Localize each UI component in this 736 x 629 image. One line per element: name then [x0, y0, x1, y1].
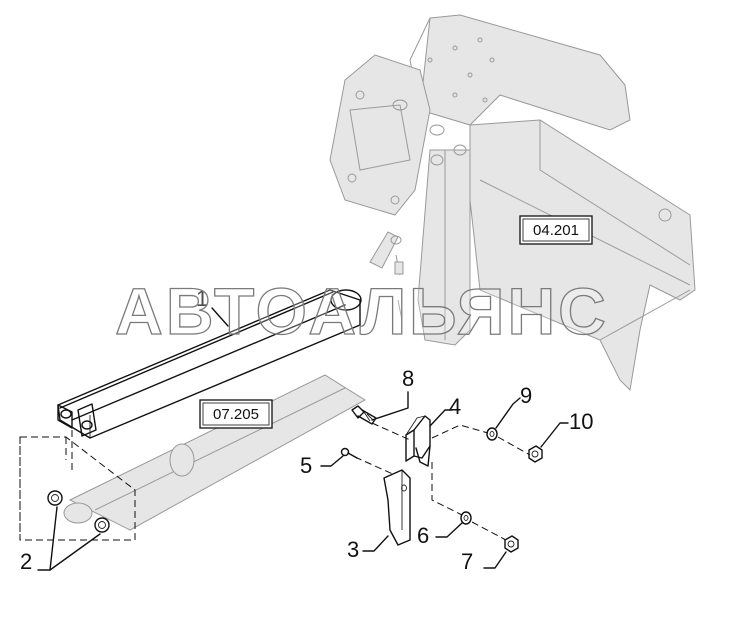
- leader-lines: [37, 307, 569, 571]
- part-10-nut: [528, 445, 543, 463]
- callout-1: 1: [196, 286, 208, 311]
- part-6-washer: [460, 511, 472, 525]
- part-3-plate: [383, 469, 411, 546]
- hose-fitting: [369, 231, 404, 321]
- reference-box-07205: 07.205: [199, 399, 273, 429]
- frame-assembly: [329, 14, 696, 392]
- part-5-screw: [340, 447, 358, 459]
- callout-8: 8: [402, 366, 414, 391]
- reference-label-07205: 07.205: [213, 406, 259, 423]
- boom-arm: [63, 374, 366, 531]
- assembly-lines: [354, 422, 531, 541]
- callout-6: 6: [417, 523, 429, 548]
- part-4-bracket: [405, 415, 431, 467]
- callout-5: 5: [300, 453, 312, 478]
- part-1-tube: [57, 289, 362, 439]
- callout-3: 3: [347, 537, 359, 562]
- reference-box-04201: 04.201: [519, 215, 593, 245]
- callout-4: 4: [449, 394, 461, 419]
- part-2-bushings: [47, 490, 110, 533]
- callout-10: 10: [569, 409, 593, 434]
- part-2-explode-frame: [19, 430, 136, 541]
- part-9-washer: [486, 427, 498, 441]
- watermark-text: АВТОАЛЬЯНС: [115, 274, 609, 348]
- part-8-bolt: [351, 405, 377, 425]
- part-7-nut: [504, 535, 519, 553]
- callout-9: 9: [520, 383, 532, 408]
- callout-2: 2: [20, 549, 32, 574]
- callout-7: 7: [461, 549, 473, 574]
- reference-label-04201: 04.201: [533, 222, 579, 239]
